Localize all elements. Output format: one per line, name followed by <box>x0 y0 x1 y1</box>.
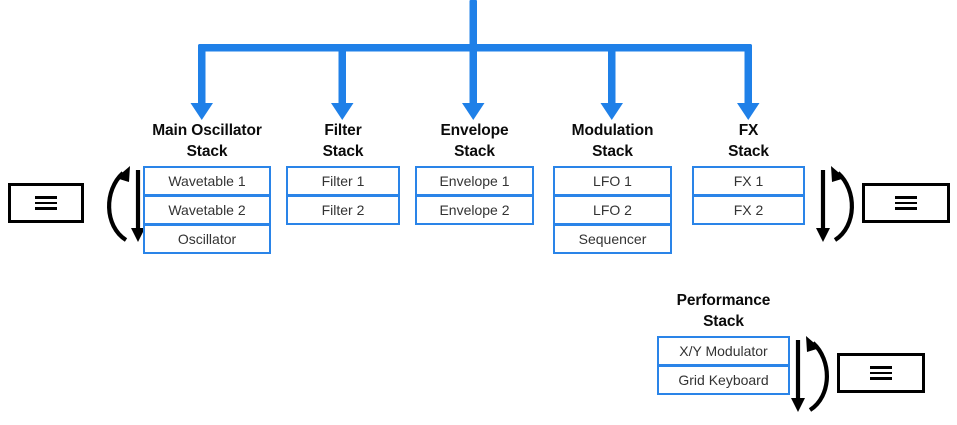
stack-title-line1: Modulation <box>571 122 654 139</box>
stack-performance: Performance Stack X/Y Modulator Grid Key… <box>657 290 790 395</box>
stack-item[interactable]: X/Y Modulator <box>657 336 790 366</box>
right-straight-arrowhead <box>816 228 830 242</box>
performance-curved-arrow-path <box>808 341 829 412</box>
right-cycle-arrows <box>816 166 854 242</box>
stack-filter: Filter Stack Filter 1 Filter 2 <box>286 120 400 225</box>
stack-title-line2: Stack <box>703 313 744 330</box>
hamburger-menu-icon <box>35 193 57 214</box>
stack-title-line2: Stack <box>728 143 769 160</box>
stack-title-line1: Performance <box>676 292 771 309</box>
stack-title-envelope: Envelope Stack <box>415 120 534 162</box>
stack-title-line1: FX <box>738 122 759 139</box>
hamburger-menu-icon <box>895 193 917 214</box>
stack-title-main-oscillator: Main Oscillator Stack <box>143 120 271 162</box>
stack-title-line2: Stack <box>322 143 364 160</box>
stack-title-line1: Envelope <box>440 122 509 139</box>
performance-cycle-arrows <box>791 336 829 412</box>
hamburger-menu-icon <box>870 363 892 384</box>
connector-branch-modulation <box>608 48 616 106</box>
stack-item[interactable]: Sequencer <box>553 224 672 254</box>
stack-title-fx: FX Stack <box>692 120 805 162</box>
right-curved-arrowhead <box>831 166 845 182</box>
stack-item[interactable]: Wavetable 1 <box>143 166 271 196</box>
left-menu-widget[interactable] <box>8 183 84 223</box>
arrowhead-envelope <box>462 103 485 120</box>
right-menu-widget[interactable] <box>862 183 950 223</box>
performance-curved-arrowhead <box>806 336 820 352</box>
arrowhead-modulation <box>600 103 623 120</box>
arrowhead-fx <box>737 103 760 120</box>
connector-branch-fx <box>744 48 752 106</box>
stack-title-modulation: Modulation Stack <box>553 120 672 162</box>
stack-item[interactable]: LFO 1 <box>553 166 672 196</box>
connector-branch-filter <box>338 48 346 106</box>
stack-title-line1: Filter <box>324 122 362 139</box>
left-curved-arrow-path <box>107 171 128 242</box>
stack-boxes-fx: FX 1 FX 2 <box>692 166 805 225</box>
stack-modulation: Modulation Stack LFO 1 LFO 2 Sequencer <box>553 120 672 254</box>
stack-item[interactable]: LFO 2 <box>553 195 672 225</box>
left-curved-arrowhead <box>116 166 130 182</box>
stack-boxes-filter: Filter 1 Filter 2 <box>286 166 400 225</box>
stack-title-line2: Stack <box>186 143 228 160</box>
stack-item[interactable]: Envelope 2 <box>415 195 534 225</box>
stack-item[interactable]: Filter 2 <box>286 195 400 225</box>
stack-title-performance: Performance Stack <box>657 290 790 332</box>
stack-boxes-modulation: LFO 1 LFO 2 Sequencer <box>553 166 672 254</box>
stack-boxes-main-oscillator: Wavetable 1 Wavetable 2 Oscillator <box>143 166 271 254</box>
stack-title-line2: Stack <box>592 143 633 160</box>
stack-item[interactable]: FX 1 <box>692 166 805 196</box>
connector-branch-envelope <box>469 48 477 106</box>
stack-item[interactable]: Wavetable 2 <box>143 195 271 225</box>
stack-boxes-envelope: Envelope 1 Envelope 2 <box>415 166 534 225</box>
stack-main-oscillator: Main Oscillator Stack Wavetable 1 Waveta… <box>143 120 271 254</box>
stack-item[interactable]: Filter 1 <box>286 166 400 196</box>
stack-item[interactable]: Oscillator <box>143 224 271 254</box>
stack-fx: FX Stack FX 1 FX 2 <box>692 120 805 225</box>
arrowhead-main-oscillator <box>190 103 213 120</box>
stack-title-filter: Filter Stack <box>286 120 400 162</box>
left-cycle-arrows <box>107 166 145 242</box>
stack-boxes-performance: X/Y Modulator Grid Keyboard <box>657 336 790 395</box>
stack-title-line2: Stack <box>454 143 495 160</box>
arrowhead-filter <box>331 103 354 120</box>
performance-straight-arrowhead <box>791 398 805 412</box>
stack-title-line1: Main Oscillator <box>152 122 262 139</box>
connector-root-stem <box>469 0 477 51</box>
stack-item[interactable]: FX 2 <box>692 195 805 225</box>
stack-envelope: Envelope Stack Envelope 1 Envelope 2 <box>415 120 534 225</box>
stack-item[interactable]: Grid Keyboard <box>657 365 790 395</box>
right-curved-arrow-path <box>833 171 854 242</box>
stack-item[interactable]: Envelope 1 <box>415 166 534 196</box>
connector-bus-bar <box>198 44 752 52</box>
connector-branch-main-oscillator <box>198 48 206 106</box>
performance-menu-widget[interactable] <box>837 353 925 393</box>
